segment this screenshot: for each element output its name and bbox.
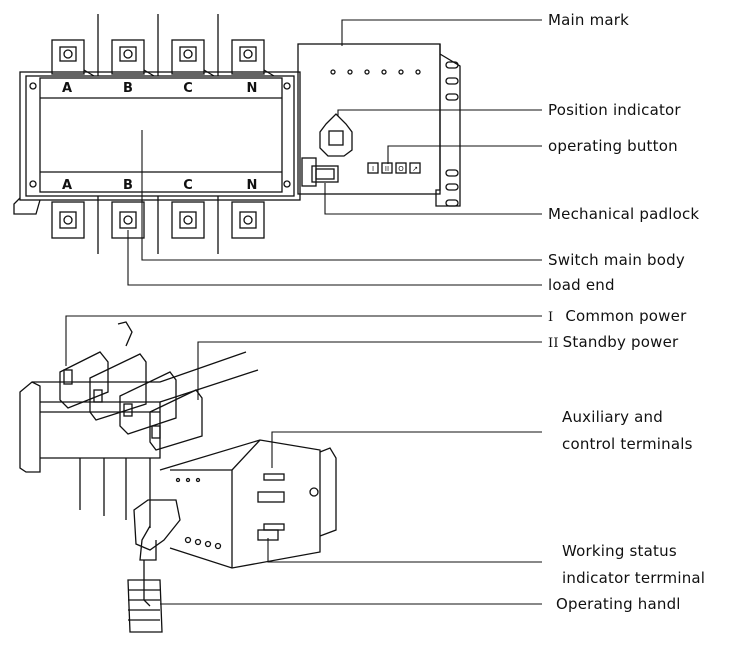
standby-power-text: Standby power: [562, 333, 679, 351]
iso-control-box: [79, 439, 337, 569]
label-load-end: load end: [548, 276, 615, 294]
phase-c-bottom: C: [183, 178, 193, 193]
phase-n-bottom: N: [247, 178, 258, 193]
label-working-line2: indicator terrminal: [562, 569, 706, 587]
label-working-line1: Working status: [562, 542, 677, 560]
button-glyph-o: O: [398, 165, 404, 173]
common-power-text: Common power: [565, 307, 687, 325]
label-operating-handle: Operating handl: [556, 595, 681, 613]
label-operating-button: operating button: [548, 137, 678, 155]
phase-a-top: A: [62, 81, 72, 96]
main-body: [13, 71, 301, 215]
label-main-mark: Main mark: [548, 11, 630, 29]
top-terminals: [51, 14, 275, 77]
bottom-terminals: [51, 196, 265, 254]
leader-lines: [65, 19, 542, 605]
phase-c-top: C: [183, 81, 193, 96]
button-glyph-i: I: [372, 165, 374, 173]
iso-upper-plates: [59, 321, 203, 451]
label-position-indicator: Position indicator: [548, 101, 681, 119]
button-glyphs: I II O ↗: [372, 165, 418, 173]
label-aux-line2: control terminals: [562, 435, 693, 453]
iso-handle: [127, 499, 181, 633]
top-view: [13, 14, 461, 254]
label-mechanical-padlock: Mechanical padlock: [548, 205, 700, 223]
phase-letters: A B C N A B C N: [62, 81, 257, 193]
phase-n-top: N: [247, 81, 258, 96]
label-switch-main-body: Switch main body: [548, 251, 685, 269]
phase-b-top: B: [123, 81, 133, 96]
label-common-power: I Common power: [548, 307, 686, 327]
button-glyph-arrow: ↗: [412, 165, 418, 173]
button-glyph-ii: II: [385, 165, 389, 173]
isometric-view: [19, 321, 337, 633]
common-power-prefix: I: [548, 310, 554, 325]
label-aux-line1: Auxiliary and: [562, 408, 663, 426]
control-module: [297, 43, 461, 207]
phase-b-bottom: B: [123, 178, 133, 193]
standby-power-prefix: II: [548, 336, 559, 351]
phase-a-bottom: A: [62, 178, 72, 193]
